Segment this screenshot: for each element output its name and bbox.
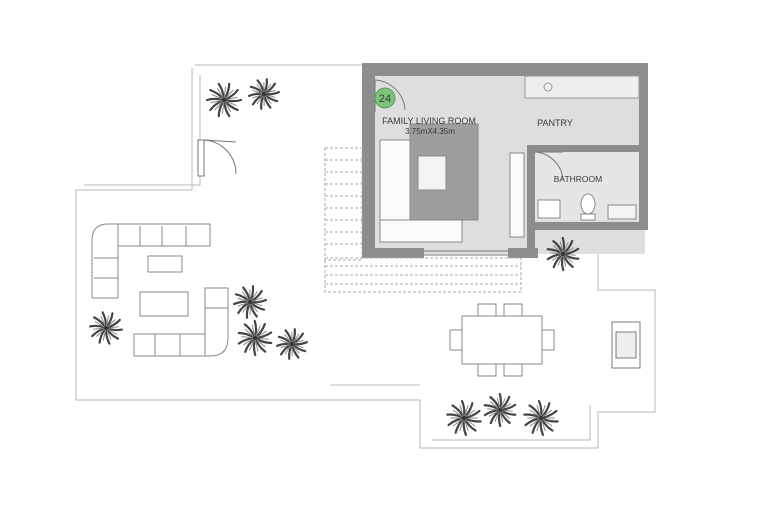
plant-icon	[237, 319, 273, 357]
bathroom-fixtures	[537, 193, 637, 221]
terrace-door	[197, 139, 237, 177]
living-furniture	[379, 123, 525, 243]
bathroom-label: BATHROOM	[554, 174, 602, 184]
sliding-door	[424, 250, 508, 256]
plant-icon	[248, 78, 280, 110]
outdoor-sofa	[91, 223, 229, 357]
plant-icon	[523, 400, 559, 436]
dining-table	[449, 303, 555, 377]
pantry-counter	[524, 75, 640, 99]
room-number: 24	[379, 93, 391, 105]
family-living-room-label: FAMILY LIVING ROOM	[382, 116, 476, 126]
plant-icon	[446, 400, 482, 436]
plant-icon	[88, 311, 124, 345]
plants	[88, 78, 580, 436]
plant-icon	[546, 236, 580, 272]
barbecue	[611, 321, 641, 369]
family-living-room-dimensions: 3.75mX4.35m	[405, 127, 455, 136]
terrace-outline	[75, 64, 656, 449]
plant-icon	[205, 82, 243, 118]
pantry-label: PANTRY	[537, 118, 573, 128]
steps	[324, 147, 522, 293]
plant-icon	[483, 392, 517, 428]
room-number-badge	[374, 87, 396, 109]
plant-icon	[276, 328, 308, 360]
plant-icon	[233, 285, 267, 319]
walls	[362, 63, 648, 258]
